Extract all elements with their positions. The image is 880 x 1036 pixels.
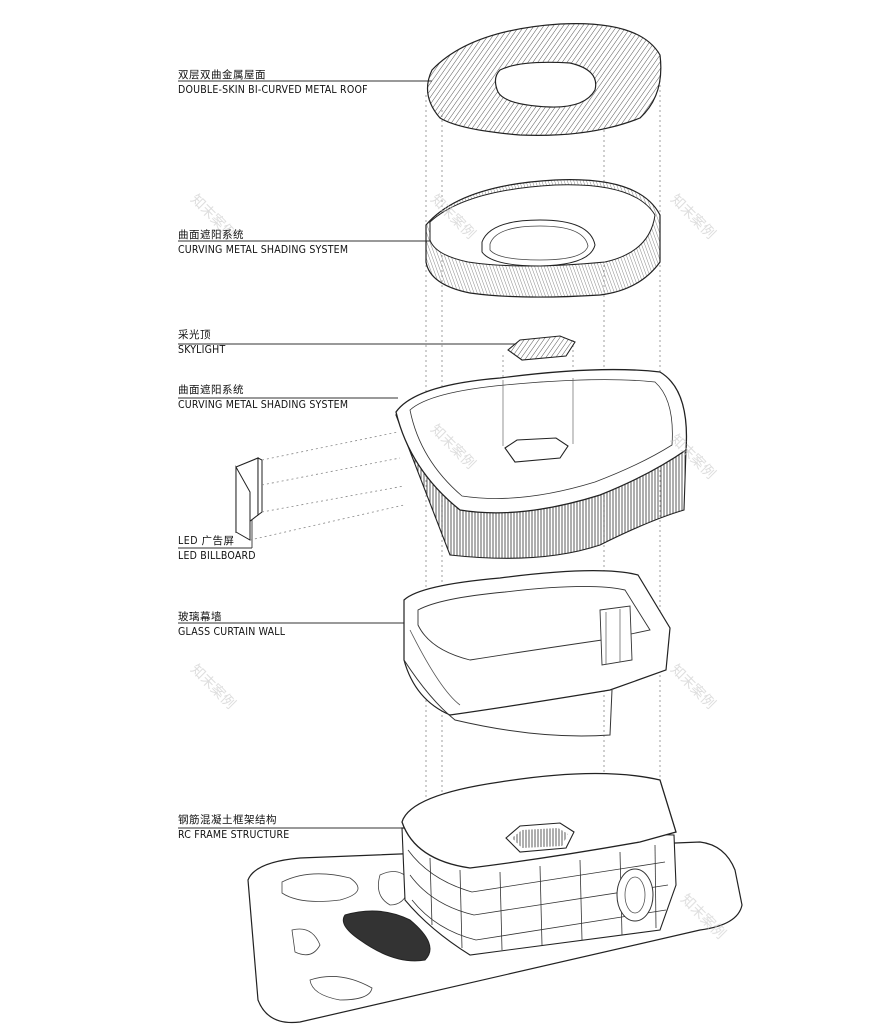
label-shading-upper-en: CURVING METAL SHADING SYSTEM [178,243,349,256]
label-led-billboard: LED 广告屏 LED BILLBOARD [178,536,256,561]
label-glass-cn: 玻璃幕墙 [178,611,222,623]
label-led-cn: LED 广告屏 [178,535,235,547]
rc-frame-structure [247,772,743,1024]
watermark: 知末案例 [187,661,239,713]
label-roof: 双层双曲金属屋面 DOUBLE-SKIN BI-CURVED METAL ROO… [178,70,368,95]
label-glass-en: GLASS CURTAIN WALL [178,625,286,638]
led-billboard [235,431,405,541]
label-rc-en: RC FRAME STRUCTURE [178,828,290,841]
label-led-en: LED BILLBOARD [178,549,256,562]
label-roof-cn: 双层双曲金属屋面 [178,69,266,81]
double-skin-roof [426,22,662,136]
skylight [507,335,576,361]
watermark: 知末案例 [667,661,719,713]
watermark: 知末案例 [667,191,719,243]
label-rc-cn: 钢筋混凝土框架结构 [178,814,277,826]
label-shading-upper: 曲面遮阳系统 CURVING METAL SHADING SYSTEM [178,230,348,255]
curving-shading-system-upper [425,179,661,298]
label-shading-upper-cn: 曲面遮阳系统 [178,229,244,241]
leader-lines [178,80,515,829]
glass-curtain-wall [403,570,671,737]
label-roof-en: DOUBLE-SKIN BI-CURVED METAL ROOF [178,83,368,96]
label-shading-lower-cn: 曲面遮阳系统 [178,384,244,396]
label-shading-lower-en: CURVING METAL SHADING SYSTEM [178,398,349,411]
label-glass-curtain-wall: 玻璃幕墙 GLASS CURTAIN WALL [178,612,285,637]
curving-shading-system-lower [395,368,688,559]
label-skylight-en: SKYLIGHT [178,343,226,356]
label-rc-frame: 钢筋混凝土框架结构 RC FRAME STRUCTURE [178,815,289,840]
label-skylight: 采光顶 SKYLIGHT [178,330,225,355]
label-skylight-cn: 采光顶 [178,329,211,341]
label-shading-lower: 曲面遮阳系统 CURVING METAL SHADING SYSTEM [178,385,348,410]
